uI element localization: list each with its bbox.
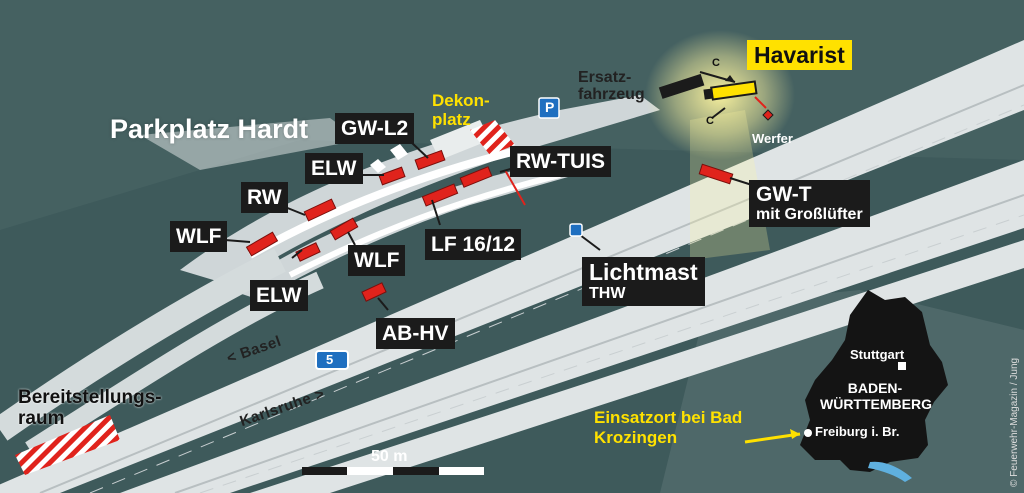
credit-text: © Feuerwehr-Magazin / Jung xyxy=(1009,357,1020,487)
motorway-shield xyxy=(315,350,349,370)
connector-mark-top: C xyxy=(712,57,720,69)
parking-sign xyxy=(538,97,560,119)
lichtmast-marker xyxy=(569,223,583,237)
vehicle-mark-rw xyxy=(303,198,337,222)
staging-hatch xyxy=(15,415,120,475)
decon-hatch xyxy=(470,120,515,155)
vehicle-label-rw: RW xyxy=(241,182,288,213)
vehicle-mark-wlf-mid xyxy=(329,217,359,241)
vehicle-marks xyxy=(245,149,734,302)
freiburg-marker xyxy=(804,429,812,437)
motorway-number: 5 xyxy=(326,352,334,367)
replacement-vehicle-label: Ersatz- fahrzeug xyxy=(578,69,645,103)
vehicle-label-elw-bottom: ELW xyxy=(250,280,308,311)
staging-area-label: Bereitstellungs- raum xyxy=(18,387,162,429)
vehicle-mark-ab-hv xyxy=(361,282,387,302)
vehicle-mark-elw-bottom xyxy=(295,242,321,262)
state-outline xyxy=(800,290,948,472)
decon-area-label: Dekon- platz xyxy=(432,91,490,129)
motorway xyxy=(0,40,1024,493)
site-arrow xyxy=(744,432,801,444)
vehicle-label-elw-top: ELW xyxy=(305,153,363,184)
inset-site-note: Einsatzort bei Bad Krozingen xyxy=(594,408,743,448)
scale-label: 50 m xyxy=(371,448,408,465)
vehicle-label-rw-tuis: RW-TUIS xyxy=(510,146,612,177)
vehicle-label-lf: LF 16/12 xyxy=(425,229,522,260)
vehicle-mark-gw-l2 xyxy=(414,149,446,171)
vehicle-mark-wlf-left xyxy=(245,231,279,257)
vehicle-label-wlf-mid: WLF xyxy=(348,245,406,276)
area-name: Parkplatz Hardt xyxy=(110,114,309,144)
casualty-truck xyxy=(703,80,758,101)
inset-site-city: Freiburg i. Br. xyxy=(815,424,900,439)
casualty-label: Havarist xyxy=(747,40,852,71)
vehicle-mark-elw-top xyxy=(378,166,406,186)
vehicle-label-ab-hv: AB-HV xyxy=(376,318,455,349)
replacement-truck xyxy=(658,73,705,99)
gw-t-title: GW-T xyxy=(756,183,812,206)
vehicle-label-gw-t: GW-T mit Großlüfter xyxy=(749,180,870,227)
vehicle-label-gw-l2: GW-L2 xyxy=(335,113,415,144)
vehicle-label-wlf-left: WLF xyxy=(170,221,228,252)
parking-sign-letter: P xyxy=(545,99,555,115)
vehicle-label-lichtmast: Lichtmast THW xyxy=(582,257,705,306)
cordon-line xyxy=(504,169,526,206)
lichtmast-title: Lichtmast xyxy=(589,259,698,285)
monitor-label: Werfer xyxy=(752,131,793,146)
connector-mark-bottom: C xyxy=(706,115,714,127)
lake xyxy=(868,461,912,482)
stuttgart-marker xyxy=(898,362,906,370)
scale-bar xyxy=(302,467,484,475)
lichtmast-subtitle: THW xyxy=(589,285,626,302)
inset-state: BADEN- WÜRTTEMBERG xyxy=(820,380,932,413)
gw-t-subtitle: mit Großlüfter xyxy=(756,206,863,223)
inset-capital: Stuttgart xyxy=(850,347,905,362)
vehicle-mark-rw-tuis xyxy=(459,166,493,188)
